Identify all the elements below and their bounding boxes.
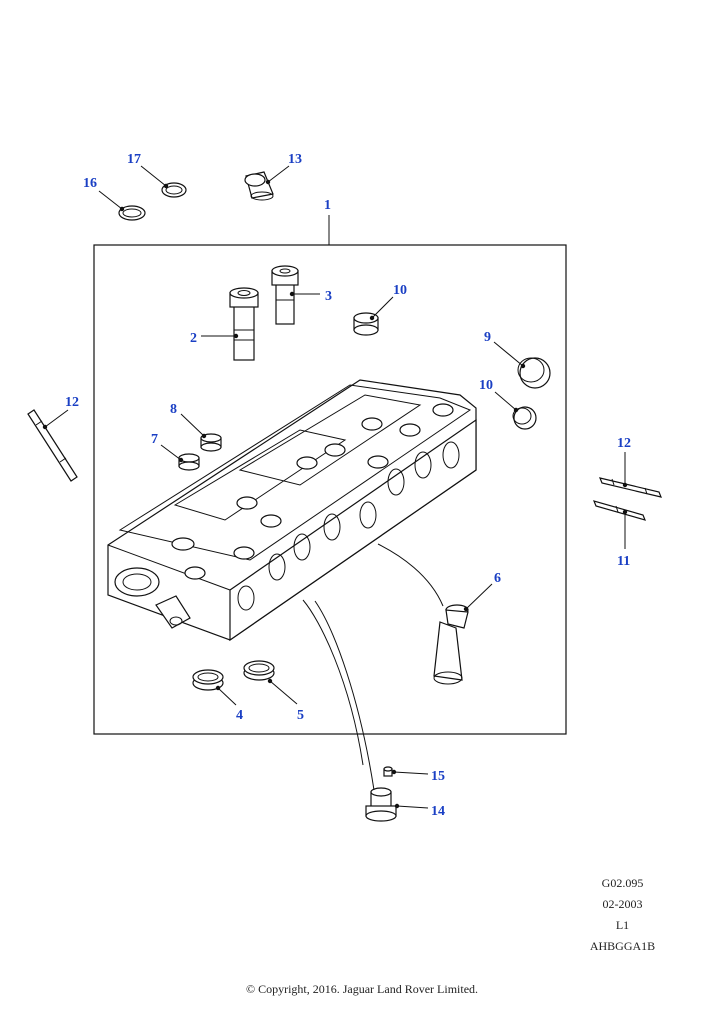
drawing-date: 02-2003: [602, 897, 643, 911]
callout-4[interactable]: 4: [236, 708, 243, 723]
plug-8[interactable]: [200, 433, 222, 452]
drawing-number: G02.095: [601, 876, 644, 890]
callout-13[interactable]: 13: [288, 152, 302, 167]
stud-12-right[interactable]: [599, 477, 662, 498]
callout-10-right[interactable]: 10: [479, 378, 493, 393]
plug-7[interactable]: [178, 453, 200, 471]
washer-16[interactable]: [118, 205, 146, 221]
drawing-code: AHBGGA1B: [589, 939, 656, 953]
callout-1[interactable]: 1: [324, 198, 331, 213]
core-plug-9[interactable]: [517, 357, 551, 389]
bush-14[interactable]: [365, 787, 397, 822]
washer-17[interactable]: [161, 182, 187, 198]
callout-12-left[interactable]: 12: [65, 395, 79, 410]
callout-14[interactable]: 14: [431, 804, 445, 819]
dowel-15[interactable]: [383, 766, 393, 777]
stud-11[interactable]: [592, 500, 647, 521]
callout-2[interactable]: 2: [190, 331, 197, 346]
copyright-notice: © Copyright, 2016. Jaguar Land Rover Lim…: [245, 982, 479, 996]
callout-3[interactable]: 3: [325, 289, 332, 304]
callout-17[interactable]: 17: [127, 152, 141, 167]
cup-plug-10-right[interactable]: [512, 406, 537, 430]
guide-6[interactable]: [433, 604, 469, 685]
stud-12-left[interactable]: [27, 409, 78, 482]
seal-5[interactable]: [243, 660, 275, 681]
seal-4[interactable]: [192, 669, 224, 691]
callout-11[interactable]: 11: [617, 554, 630, 569]
callout-15[interactable]: 15: [431, 769, 445, 784]
callout-10-top[interactable]: 10: [393, 283, 407, 298]
callout-6[interactable]: 6: [494, 571, 501, 586]
cup-plug-10-top[interactable]: [353, 312, 379, 336]
valve-guide-3[interactable]: [271, 265, 299, 325]
assembly-frame: [93, 244, 567, 735]
callout-16[interactable]: 16: [83, 176, 97, 191]
drawing-level: L1: [615, 918, 630, 932]
callout-7[interactable]: 7: [151, 432, 158, 447]
callout-8[interactable]: 8: [170, 402, 177, 417]
callout-9[interactable]: 9: [484, 330, 491, 345]
valve-guide-2[interactable]: [229, 287, 259, 361]
cylinder-head[interactable]: [107, 379, 477, 642]
callout-12-right[interactable]: 12: [617, 436, 631, 451]
plug-13[interactable]: [244, 171, 274, 201]
callout-5[interactable]: 5: [297, 708, 304, 723]
